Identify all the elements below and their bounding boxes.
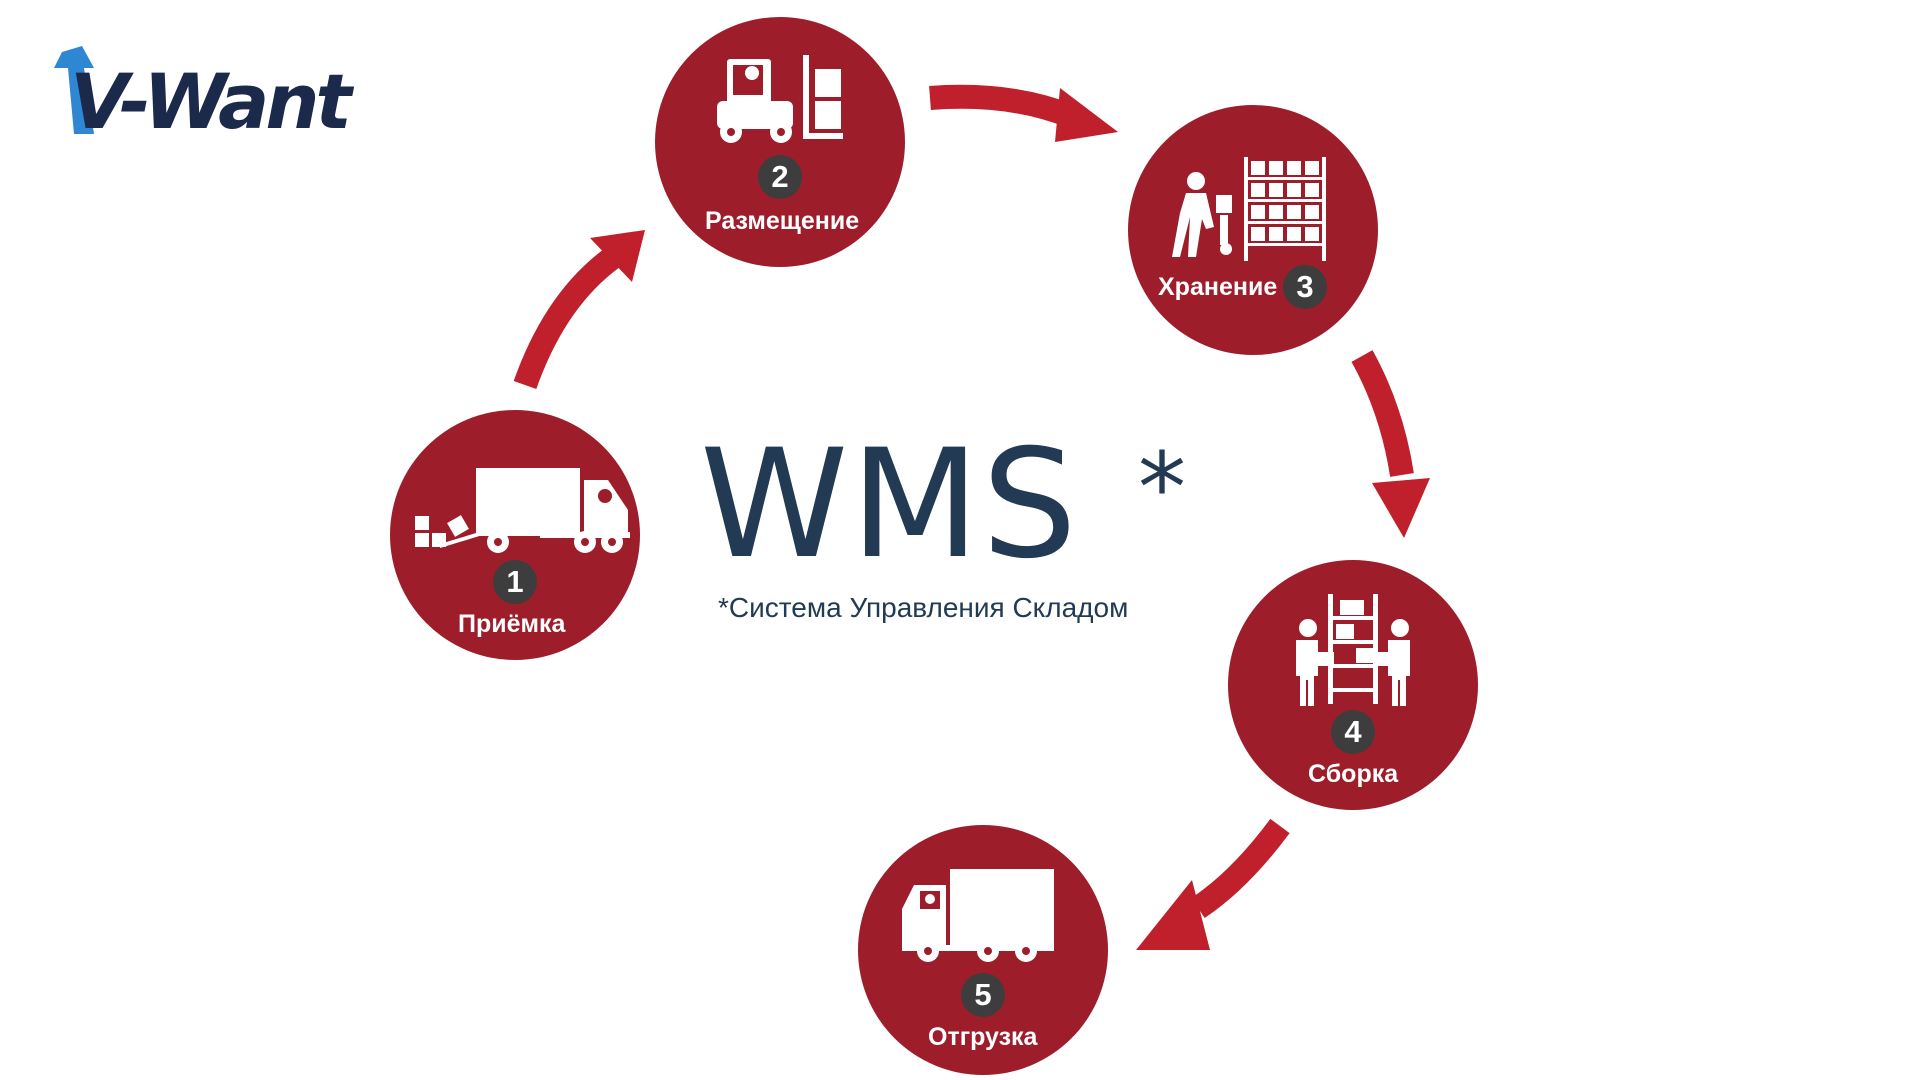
forklift-icon [717,55,843,143]
step-5-badge: 5 [961,973,1005,1017]
arrow-4-to-5 [1136,818,1290,950]
step-1-badge: 1 [493,560,537,604]
logo-arrow-icon [54,46,94,134]
step-otgruzka: 5 Отгрузка [858,825,1108,1075]
step-sborka: 4 Сборка [1228,560,1478,810]
storage-racks-icon [1172,157,1326,261]
wms-title-block: WMS * *Система Управления Складом [700,430,1200,630]
step-2-badge: 2 [758,155,802,199]
wms-asterisk: * [1138,432,1186,544]
step-priemka: 1 Приёмка [390,410,640,660]
v-want-logo: V-Want [48,46,358,146]
step-2-label: Размещение [705,207,860,235]
arrow-3-to-4 [1351,350,1430,538]
step-5-label: Отгрузка [928,1023,1038,1051]
step-khranenie: Хранение 3 [1128,105,1378,355]
step-razmeshchenie: 2 Размещение [655,17,905,267]
shipping-truck-icon [902,869,1054,962]
truck-unloading-icon [415,468,630,553]
step-4-label: Сборка [1308,760,1399,788]
arrow-2-to-3 [929,84,1118,142]
wms-title: WMS [700,418,1079,592]
logo-text: V-Want [70,57,352,146]
arrow-1-to-2 [513,230,645,390]
order-picking-icon [1296,594,1410,706]
step-3-label: Хранение [1158,273,1278,301]
step-3-badge: 3 [1283,265,1327,309]
step-4-badge: 4 [1331,710,1375,754]
wms-subtitle: *Система Управления Складом [718,592,1129,623]
step-1-label: Приёмка [458,610,566,638]
